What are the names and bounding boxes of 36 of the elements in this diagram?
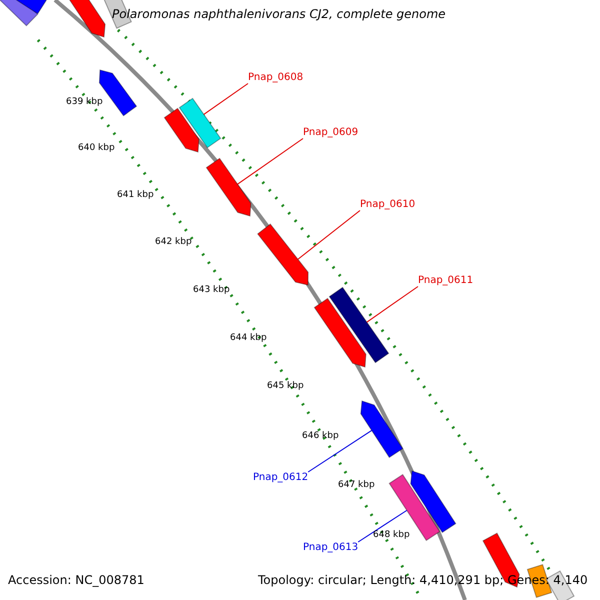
gene-label: Pnap_0613 [303,542,358,554]
scale-label: 639 kbp [66,97,103,108]
gene-bar [360,400,404,458]
leader-line [237,138,304,185]
gene-bar [388,474,440,542]
scale-label: 642 kbp [155,237,192,248]
scale-label: 647 kbp [338,480,375,490]
scale-label: 648 kbp [373,530,410,540]
gene-label: Pnap_0610 [360,199,416,210]
scale-label: 645 kbp [267,381,304,392]
gene-bar [164,108,200,153]
gene-label: Pnap_0612 [253,472,308,484]
leader-line [366,286,418,323]
gene-bar [178,98,222,148]
gene-bar [257,223,309,286]
accession-text: Accession: NC_008781 [8,574,144,588]
scale-label: 641 kbp [117,190,154,200]
scale-label: 640 kbp [78,143,115,154]
leader-line [297,210,360,260]
gene-bar [0,0,38,26]
genome-info-text: Topology: circular; Length: 4,410,291 bp; Genes: 4,140 [258,574,588,588]
leader-line [358,510,408,542]
gene-bar [314,298,366,368]
scale-label: 644 kbp [230,333,267,344]
scale-label: 643 kbp [193,285,230,296]
gene-bar [68,0,106,38]
leader-line [308,430,372,472]
leader-line [203,83,248,115]
gene-bar [410,470,456,534]
gene-label: Pnap_0611 [418,275,474,286]
gene-label: Pnap_0609 [303,127,358,138]
title: Polaromonas naphthalenivorans CJ2, complete genome [112,8,446,22]
gene-bar [206,158,252,217]
gene-label: Pnap_0608 [248,72,304,84]
gene-bar [328,286,390,364]
scale-label: 646 kbp [302,431,339,442]
